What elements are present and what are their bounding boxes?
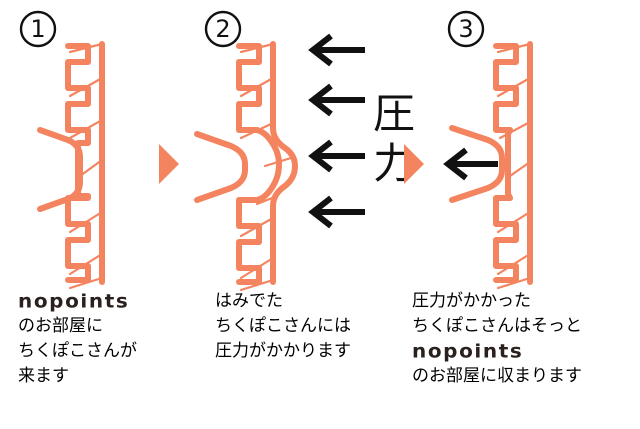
pressure-arrow-3 [308,139,365,173]
wall-comb-bottom [236,197,262,285]
step-number-1-badge: 1 [19,10,57,48]
step-number-2-badge: 2 [204,10,242,48]
chikupoko-shape-1 [37,127,83,212]
caption-line: のお部屋に収まります [412,366,582,385]
wall-group-2 [236,41,298,292]
pressure-arrow-4 [308,195,365,229]
panel-step-2: 2 [194,0,415,292]
pressure-arrows-group-2 [308,33,365,229]
wall-comb-top [65,43,91,146]
wall-comb-top [236,43,262,133]
caption-step-2: はみでた ちくぽこさんには 圧力がかかります [215,288,351,363]
panel-step-1: 1 [0,0,190,290]
play-triangle-right-icon [404,144,424,184]
pressure-arrows-group-3 [443,147,498,181]
caption-step-1: nopoints のお部屋に ちくぽこさんが 来ます [18,288,137,388]
wall-hatching [68,42,104,290]
wall-niche [505,127,513,201]
caption-line: 来ます [18,366,69,385]
step-number-3-badge: 3 [447,10,485,48]
chikupoko-shape-2 [194,131,248,203]
wall-group-1 [65,41,105,290]
pressure-arrow-1 [443,147,498,181]
step-number-1-label: 1 [30,15,45,43]
wall-group-3 [493,41,533,290]
wall-comb-top [493,43,519,133]
caption-line: のお部屋に [18,316,103,335]
wall-comb-bottom [65,193,91,283]
separator-arrow-2 [390,0,440,290]
caption-line: はみでた [215,291,283,310]
wall-comb-bottom [493,195,519,283]
caption-line: ちくぽこさんが [18,341,137,360]
wall-hatching [496,42,532,290]
wall-niche-bulged [254,127,282,203]
pressure-arrow-1 [308,33,365,67]
caption-line: 圧力がかかった [412,291,531,310]
step-number-2-label: 2 [215,15,230,43]
chikupoko-shape-3 [449,125,505,203]
panel-step-3: 3 [420,0,640,290]
caption-line: 圧力がかかります [215,341,351,360]
nopoints-logo: nopoints [18,290,130,313]
caption-line: ちくぽこさんには [215,316,351,335]
wall-hatching [239,42,293,292]
wall-face-line-bulged [270,41,298,285]
nopoints-logo: nopoints [412,340,524,363]
caption-line: ちくぽこさんはそっと [412,316,582,335]
separator-arrow-1 [145,0,195,290]
play-triangle-right-icon [159,144,179,184]
step-number-3-label: 3 [458,15,473,43]
pressure-arrow-2 [308,83,365,117]
pressure-label-char-1: 圧 [373,89,415,138]
caption-step-3: 圧力がかかった ちくぽこさんはそっと nopoints のお部屋に収まります [412,288,582,388]
